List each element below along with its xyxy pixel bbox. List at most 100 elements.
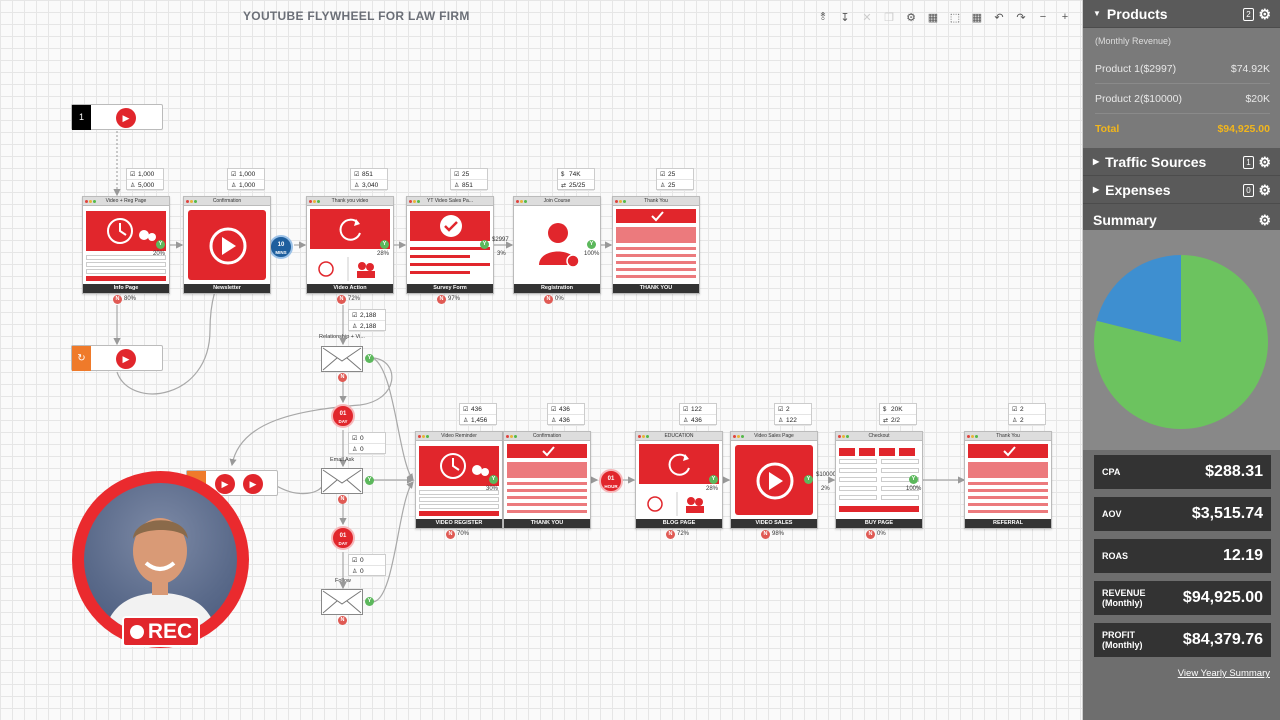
kpi-card: AOV$3,515.74 <box>1094 497 1271 531</box>
step-label: Video Action <box>307 284 393 293</box>
step-label: THANK YOU <box>613 284 699 293</box>
kpi-value: $288.31 <box>1205 463 1263 480</box>
window-dots-icon <box>409 200 420 203</box>
yes-marker: Y <box>365 354 374 363</box>
step-label: REFERRAL <box>965 519 1051 528</box>
expenses-header[interactable]: ▶ Expenses 0 ⚙ <box>1083 176 1280 204</box>
stat-email1: ☑2,188 ♙2,188 <box>348 309 386 332</box>
step-label: BLOG PAGE <box>636 519 722 528</box>
gear-icon[interactable]: ⚙ <box>1258 212 1271 228</box>
exit-price: $2997 <box>492 237 509 243</box>
traffic-sources-header[interactable]: ▶ Traffic Sources 1 ⚙ <box>1083 148 1280 176</box>
step-preview <box>517 209 597 281</box>
step-preview <box>507 444 587 516</box>
window-dots-icon <box>309 200 320 203</box>
share-icon[interactable]: ⥉ <box>820 10 826 23</box>
funnel-canvas[interactable]: YOUTUBE FLYWHEEL FOR LAW FIRM ⥉ ↧ ✕ ❐ ⚙ … <box>0 0 1083 720</box>
download-icon[interactable]: ↧ <box>840 11 850 24</box>
expenses-count-badge: 0 <box>1243 184 1254 197</box>
wait-timer-10-mins[interactable]: 10 MINS <box>269 235 293 259</box>
email-label-relationship: Relationship + Vi... <box>319 334 365 340</box>
refresh-icon: ↻ <box>72 346 91 371</box>
product-row[interactable]: Product 1($2997) $74.92K <box>1095 54 1270 84</box>
products-header[interactable]: ▼ Products 2 ⚙ <box>1083 0 1280 28</box>
wait-timer-1-day-2[interactable]: 01 DAY <box>331 526 355 550</box>
copy-icon[interactable]: ❐ <box>884 11 894 24</box>
grid-icon[interactable]: ▦ <box>971 11 983 24</box>
no-marker: N <box>338 616 347 625</box>
product-row[interactable]: Product 2($10000) $20K <box>1095 84 1270 114</box>
step-label: Registration <box>514 284 600 293</box>
email-label-ask: Email Ask <box>330 457 355 463</box>
close-icon[interactable]: ✕ <box>862 11 872 24</box>
check-icon <box>616 209 696 223</box>
yes-marker: Y <box>489 475 498 484</box>
timer-unit: DAY <box>338 541 348 546</box>
timer-value: 01 <box>339 411 347 417</box>
step-preview <box>410 209 490 281</box>
conversion-rate: 28% <box>706 486 719 492</box>
products-panel: (Monthly Revenue) Product 1($2997) $74.9… <box>1083 28 1280 148</box>
gear-icon[interactable]: ⚙ <box>1258 6 1271 22</box>
step-preview <box>616 209 696 281</box>
step-stats: ☑25♙25 <box>656 168 694 191</box>
timer-unit: DAY <box>338 419 348 424</box>
view-yearly-summary-link[interactable]: View Yearly Summary <box>1177 668 1270 679</box>
select-icon[interactable]: ⬚ <box>949 11 961 24</box>
step-preview <box>639 444 719 516</box>
window-dots-icon <box>186 200 197 203</box>
settings-icon[interactable]: ⚙ <box>906 11 916 24</box>
drop-rate: 0% <box>877 531 886 537</box>
email-envelope-3[interactable] <box>321 589 363 615</box>
wait-timer-1-hour[interactable]: 01 HOUR <box>599 469 623 493</box>
traffic-source-youtube[interactable]: 1 ▶ <box>71 104 163 130</box>
no-marker: N <box>337 295 346 304</box>
no-marker: N <box>866 530 875 539</box>
step-title-bar: Confirmation <box>184 197 270 206</box>
presenter-avatar <box>84 483 237 636</box>
kpi-label: REVENUE(Monthly) <box>1102 588 1146 608</box>
email-envelope-2[interactable] <box>321 468 363 494</box>
wait-timer-1-day[interactable]: 01 DAY <box>331 404 355 428</box>
zoom-in-icon[interactable]: + <box>1061 11 1069 23</box>
gear-icon[interactable]: ⚙ <box>1258 154 1271 170</box>
gear-icon[interactable]: ⚙ <box>1258 182 1271 198</box>
window-dots-icon <box>85 200 96 203</box>
window-dots-icon <box>516 200 527 203</box>
step-stats: $20K⇄2/2 <box>879 403 917 426</box>
clock-icon <box>86 211 166 251</box>
kpi-value: $94,925.00 <box>1182 589 1263 606</box>
youtube-icon: ▶ <box>116 108 136 128</box>
drop-rate: 70% <box>457 531 470 537</box>
step-label: THANK YOU <box>504 519 590 528</box>
products-title: Products <box>1106 5 1168 22</box>
no-marker: N <box>437 295 446 304</box>
zoom-out-icon[interactable]: − <box>1039 11 1047 23</box>
step-preview <box>187 209 267 281</box>
email-envelope-1[interactable] <box>321 346 363 372</box>
timer-value: 01 <box>339 533 347 539</box>
drop-rate: 98% <box>772 531 785 537</box>
step-stats: $74K⇄25/25 <box>557 168 595 191</box>
funnel-step-row1-3[interactable]: YT Video Sales Pa...Survey Form <box>406 196 494 294</box>
traffic-source-retarget[interactable]: ↻ ▶ <box>71 345 163 371</box>
calculator-icon[interactable]: ▦ <box>927 11 939 24</box>
conversion-rate: 20% <box>153 251 166 257</box>
redo-icon[interactable]: ↷ <box>1016 11 1026 24</box>
undo-icon[interactable]: ↶ <box>994 11 1004 24</box>
yes-marker: Y <box>909 475 918 484</box>
step-stats: ☑851♙3,040 <box>350 168 388 191</box>
conversion-rate: 100% <box>584 251 600 257</box>
products-total-row: Total $94,925.00 <box>1095 123 1270 135</box>
